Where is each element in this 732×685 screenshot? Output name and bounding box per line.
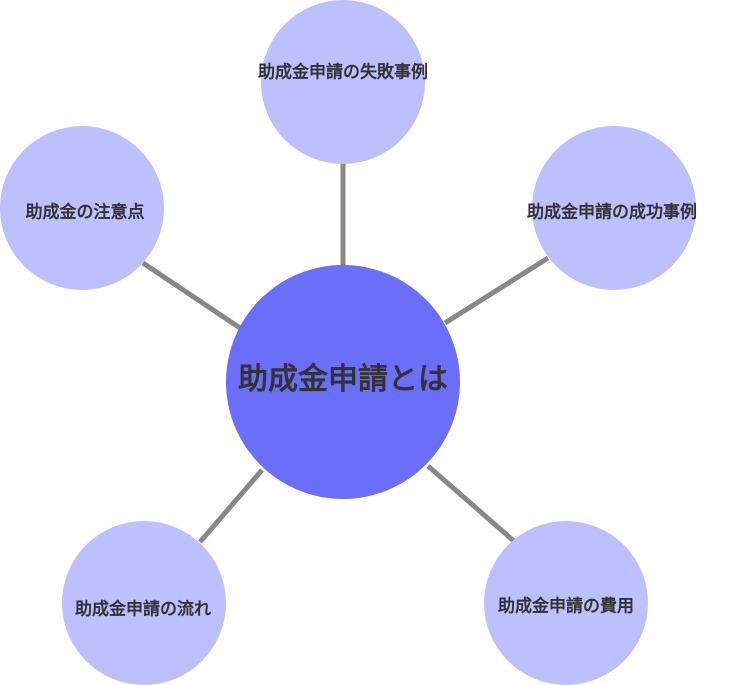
branch-node-cautions[interactable]: [0, 126, 164, 290]
center-label: 助成金申請とは: [238, 362, 448, 397]
branch-label-flow: 助成金申請の流れ: [75, 599, 211, 620]
connector-bottom-right: [426, 464, 517, 544]
branch-label-failure-cases: 助成金申請の失敗事例: [258, 62, 428, 83]
connector-bottom-left: [198, 468, 264, 544]
branch-node-success-cases[interactable]: [532, 126, 696, 290]
connector-top-right: [443, 255, 550, 326]
branch-label-costs: 助成金申請の費用: [498, 596, 634, 617]
branch-label-cautions: 助成金の注意点: [25, 202, 145, 223]
center-node[interactable]: [226, 265, 460, 499]
branch-label-success-cases: 助成金申請の成功事例: [527, 202, 697, 223]
branch-node-flow[interactable]: [62, 521, 226, 685]
branch-node-costs[interactable]: [484, 521, 648, 685]
connector-top-left: [141, 260, 242, 331]
branch-node-failure-cases[interactable]: [261, 0, 425, 164]
